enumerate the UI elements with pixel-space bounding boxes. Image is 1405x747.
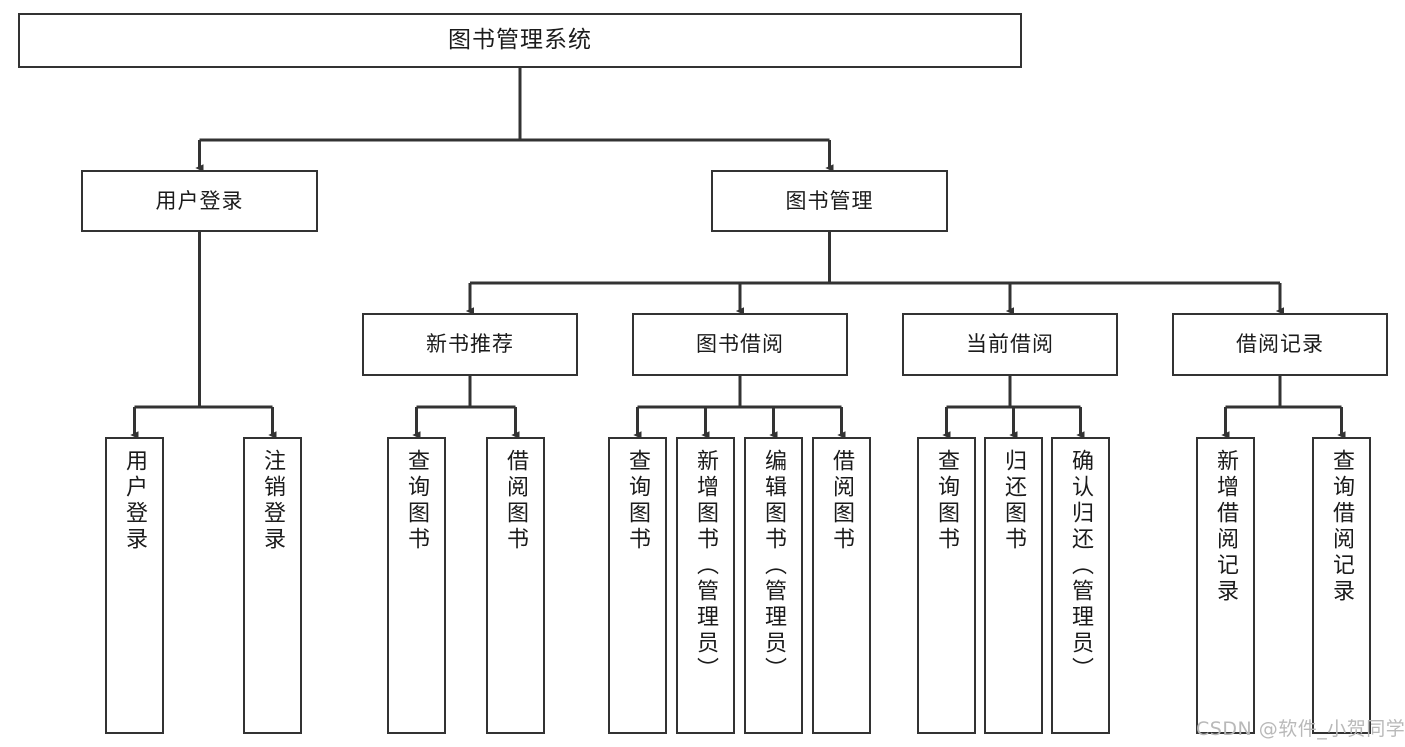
node-bookmgmt[interactable]: 图书管理 [711,170,948,232]
node-leaf-borrow-lend[interactable]: 借阅图书 [812,437,871,734]
node-label: 新增图书（管理员） [693,449,719,683]
node-leaf-new-borrow[interactable]: 借阅图书 [486,437,545,734]
node-label: 查询图书 [404,449,430,553]
node-leaf-cur-confirm[interactable]: 确认归还（管理员） [1051,437,1110,734]
node-label: 新增借阅记录 [1213,449,1239,605]
node-root[interactable]: 图书管理系统 [18,13,1022,68]
node-leaf-user-login[interactable]: 用户登录 [105,437,164,734]
node-label: 图书管理 [785,188,874,213]
node-label: 借阅图书 [829,449,855,553]
node-label: 用户登录 [155,188,244,213]
node-leaf-cur-query[interactable]: 查询图书 [917,437,976,734]
node-label: 新书推荐 [426,332,514,357]
watermark-text: CSDN @软件_小贺同学 [1196,718,1405,740]
node-label: 图书借阅 [696,332,784,357]
node-leaf-rec-query[interactable]: 查询借阅记录 [1312,437,1371,734]
node-leaf-borrow-add[interactable]: 新增图书（管理员） [676,437,735,734]
node-leaf-rec-add[interactable]: 新增借阅记录 [1196,437,1255,734]
node-leaf-user-logout[interactable]: 注销登录 [243,437,302,734]
node-login[interactable]: 用户登录 [81,170,318,232]
node-borrow[interactable]: 图书借阅 [632,313,848,376]
node-leaf-new-query[interactable]: 查询图书 [387,437,446,734]
node-label: 查询图书 [625,449,651,553]
node-records[interactable]: 借阅记录 [1172,313,1388,376]
node-label: 确认归还（管理员） [1068,449,1094,683]
node-label: 用户登录 [122,449,148,553]
node-leaf-cur-return[interactable]: 归还图书 [984,437,1043,734]
node-label: 编辑图书（管理员） [761,449,787,683]
node-label: 借阅记录 [1236,332,1324,357]
node-leaf-borrow-edit[interactable]: 编辑图书（管理员） [744,437,803,734]
node-current[interactable]: 当前借阅 [902,313,1118,376]
node-label: 当前借阅 [966,332,1054,357]
node-label: 图书管理系统 [448,27,592,54]
node-label: 归还图书 [1001,449,1027,553]
node-label: 注销登录 [260,449,286,553]
node-label: 查询图书 [934,449,960,553]
node-leaf-borrow-query[interactable]: 查询图书 [608,437,667,734]
node-newbook[interactable]: 新书推荐 [362,313,578,376]
node-label: 查询借阅记录 [1329,449,1355,605]
node-label: 借阅图书 [503,449,529,553]
